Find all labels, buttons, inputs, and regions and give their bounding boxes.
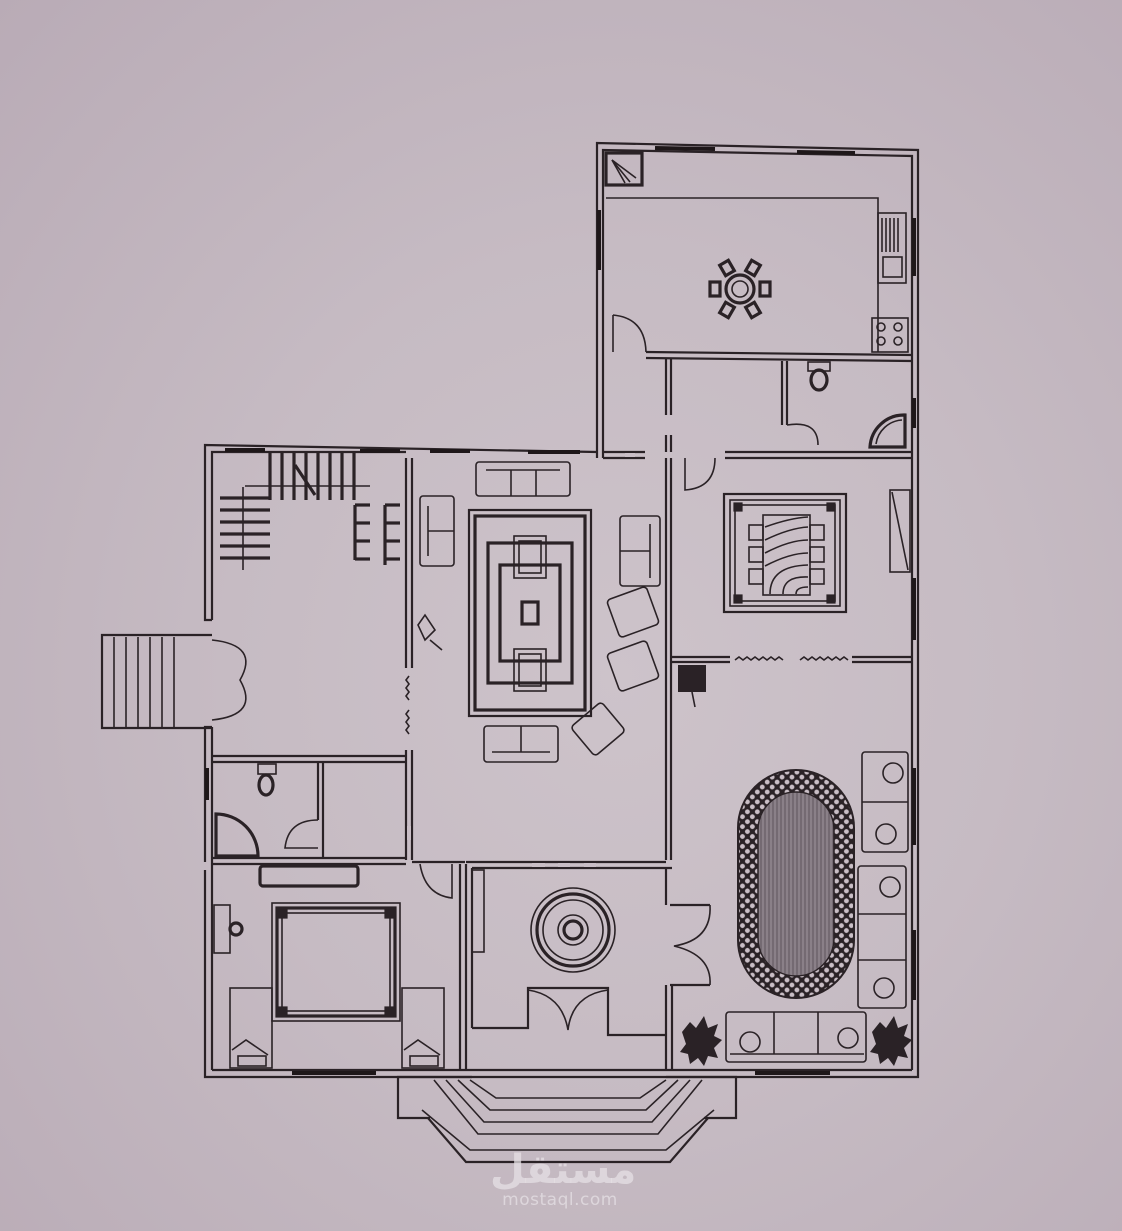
armchair-icon	[606, 640, 660, 692]
nightstand-icon	[401, 987, 445, 1069]
entrance-lobby	[466, 860, 711, 1070]
sofa-icon	[725, 1011, 867, 1063]
armchair-icon	[606, 586, 660, 638]
sink-icon	[877, 212, 907, 284]
staircase-hall	[100, 453, 414, 860]
bed-icon	[271, 902, 401, 1022]
exterior-walls	[203, 141, 920, 1079]
nightstand-icon	[229, 987, 273, 1069]
bedroom	[213, 864, 468, 1070]
corner-sink-icon	[868, 413, 907, 449]
watermark-arabic: مستقل	[490, 1147, 637, 1193]
dining-rug-icon	[722, 492, 848, 614]
plant-icon	[680, 1016, 722, 1066]
kitchen	[604, 151, 913, 363]
staircase-icon	[220, 453, 400, 570]
watermark: مستقل mostaql.com	[490, 1147, 637, 1210]
toilet-icon	[257, 763, 277, 775]
dining-room	[671, 489, 912, 708]
medallion-icon	[530, 887, 616, 973]
living-room	[417, 458, 673, 860]
majlis	[680, 751, 912, 1066]
front-steps	[396, 1075, 738, 1164]
sofa-icon	[475, 461, 571, 497]
stove-icon	[871, 317, 909, 353]
wc-left	[212, 762, 465, 899]
dresser-icon	[258, 864, 360, 888]
watermark-latin: mostaql.com	[502, 1190, 618, 1210]
basin-icon	[213, 904, 231, 954]
corner-sink-icon	[214, 812, 260, 858]
living-rug-icon	[467, 508, 593, 718]
plant-icon	[870, 1016, 912, 1066]
service-area	[603, 358, 912, 491]
round-dining-table-icon	[708, 258, 772, 320]
armchair-icon	[571, 702, 625, 756]
sideboard-icon	[889, 489, 911, 573]
shower-icon	[604, 151, 644, 187]
speaker-icon	[678, 665, 706, 692]
sofa-icon	[857, 865, 907, 1009]
lamp-icon	[417, 613, 437, 642]
